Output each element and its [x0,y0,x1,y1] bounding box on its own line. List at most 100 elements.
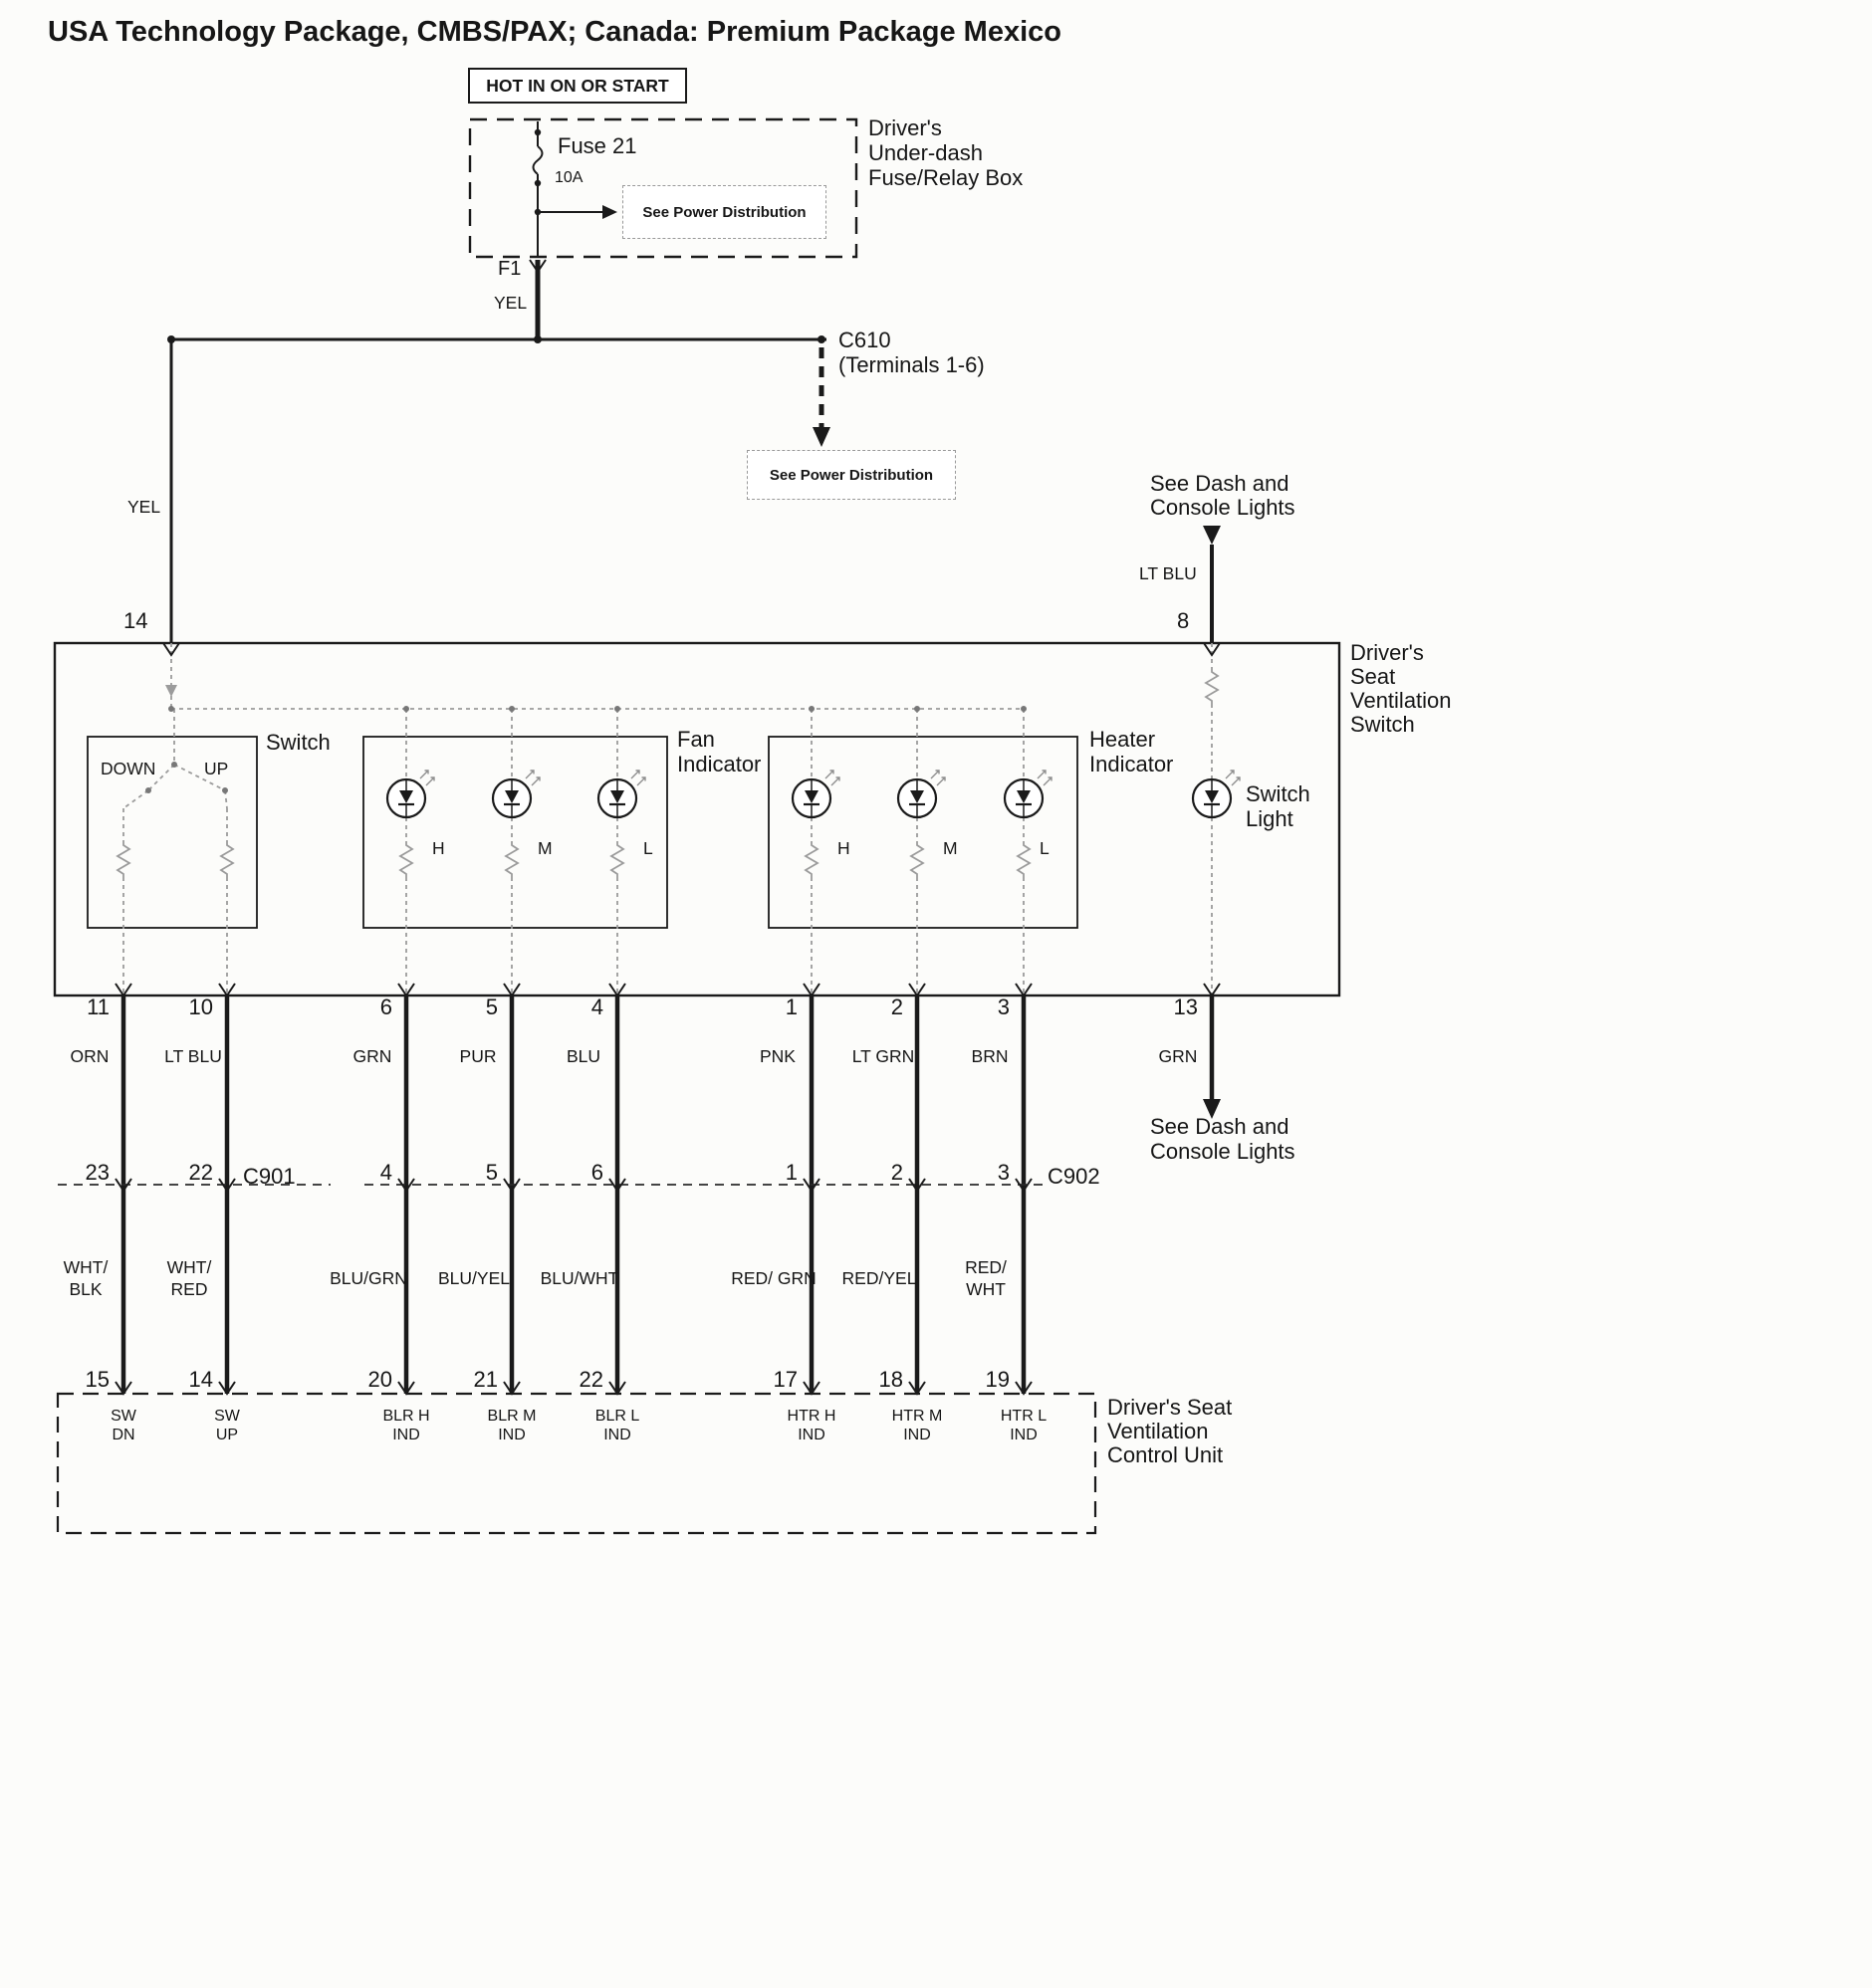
control-unit-name-line: Ventilation [1107,1419,1209,1443]
terminal-label: IND [903,1427,931,1443]
terminal-label: DN [112,1427,135,1443]
pin-number-label: 18 [878,1367,903,1392]
resistor-icon [610,841,624,878]
junction-dots [167,128,825,343]
fan-indicator-label-line: Indicator [677,752,762,776]
pin-number-label: 15 [85,1367,110,1392]
pin-number-label: 5 [485,1160,498,1185]
terminal-label: IND [603,1427,631,1443]
pin-number-label: 4 [590,994,603,1019]
wire-color-label: RED/YEL [841,1268,917,1288]
pin-number-label: 10 [188,994,213,1019]
led-letter-label: M [943,838,958,858]
pin-number-label: 20 [367,1367,392,1392]
page-title: USA Technology Package, CMBS/PAX; Canada… [48,16,1061,48]
terminal-label: IND [1010,1427,1038,1443]
pin-number-label: 14 [188,1367,213,1392]
see-power-label: See Power Distribution [642,203,807,221]
wire-color-label: GRN [1158,1046,1198,1066]
c610-terminals-label: (Terminals 1-6) [838,352,985,377]
pin-number-label: 2 [890,994,903,1019]
terminal-label: IND [498,1427,526,1443]
fan-led-h-icon [385,769,436,819]
wire-color-label: RED [170,1279,208,1299]
heater-led-l-icon [1003,769,1053,819]
switch-sub-box [87,736,258,929]
resistor-icon [910,841,924,878]
unit-name-line: Seat [1350,664,1396,689]
wire-color-label: PNK [760,1046,796,1066]
c610-down-arrow-icon [813,427,830,447]
fan-indicator-sub-box [362,736,668,929]
switch-section-label: Switch [266,730,331,755]
switch-light-label-line: Light [1246,806,1293,831]
wire-color-label: BLU/WHT [540,1268,619,1288]
unit-name-line: Switch [1350,712,1415,737]
fan-led-m-icon [491,769,542,819]
harness-wires [120,996,1215,1394]
connector-f1-label: F1 [498,258,522,280]
pin-number-label: 1 [785,994,798,1019]
resistor-icon [220,841,234,878]
led-letter-label: L [643,838,653,858]
resistor-icon [399,841,413,878]
see-dash-note-line: See Dash and [1150,1114,1289,1139]
see-power-label: See Power Distribution [769,466,934,484]
fuse-rating-label: 10A [555,169,584,186]
unit-name-line: Ventilation [1350,688,1452,713]
wire-color-label: BLU/YEL [438,1268,510,1288]
terminal-label: IND [392,1427,420,1443]
see-dash-note-line: Console Lights [1150,1139,1295,1164]
wire-color-label: BLK [69,1279,103,1299]
control-unit-name-line: Control Unit [1107,1442,1224,1467]
internal-entry-arrow-icon [165,685,177,697]
wire-color-label: LT GRN [851,1046,915,1066]
connector-c610-label: C610 [838,328,891,352]
terminal-label: HTR M [891,1408,943,1425]
terminal-label: BLR M [487,1408,537,1425]
switch-up-label: UP [204,759,229,778]
heater-indicator-sub-box [768,736,1078,929]
switch-light-led-icon [1191,769,1242,819]
pin-number-label: 11 [87,994,110,1019]
terminal-label: HTR H [787,1408,836,1425]
pin-number-label: 4 [379,1160,392,1185]
see-power-distribution-box-inner: See Power Distribution [622,185,826,239]
dash-lights-in-arrow-icon [1203,526,1221,545]
heater-indicator-label-line: Heater [1089,727,1156,752]
fuse-box-name-line: Fuse/Relay Box [868,165,1024,190]
unit-name-line: Driver's [1350,640,1424,665]
component-boxes [53,641,1341,1535]
switch-internal-wiring [122,643,1213,994]
see-dash-note-line: Console Lights [1150,495,1295,520]
led-symbols [385,769,1242,819]
terminal-label: SW [111,1408,136,1425]
terminal-label: HTR L [1000,1408,1048,1425]
fan-led-l-icon [596,769,647,819]
wire-color-label: PUR [459,1046,497,1066]
led-letter-label: M [538,838,553,858]
pin-number-label: 3 [997,1160,1010,1185]
heater-indicator-label-line: Indicator [1089,752,1174,776]
pin-number-label: 1 [785,1160,798,1185]
wire-color-label: LT BLU [1139,563,1197,583]
fuse-symbol [532,145,544,175]
wire-color-label: YEL [127,497,161,517]
connector-c901-label: C901 [243,1164,296,1189]
see-dash-note-line: See Dash and [1150,471,1289,496]
pin-number-label: 13 [1173,994,1198,1019]
control-unit-box-outline [56,1392,1097,1535]
led-letter-label: H [432,838,445,858]
fuse-relay-box-outline [468,117,858,259]
switch-down-label: DOWN [101,759,156,778]
arrowheads [602,205,1221,1119]
led-letter-label: H [837,838,850,858]
pin-number-label: 5 [485,994,498,1019]
pin-number-label: 6 [379,994,392,1019]
heater-led-h-icon [791,769,841,819]
pin-number-label: 19 [985,1367,1010,1392]
terminal-label: IND [798,1427,825,1443]
terminal-label: BLR H [382,1408,430,1425]
resistor-icon [805,841,819,878]
